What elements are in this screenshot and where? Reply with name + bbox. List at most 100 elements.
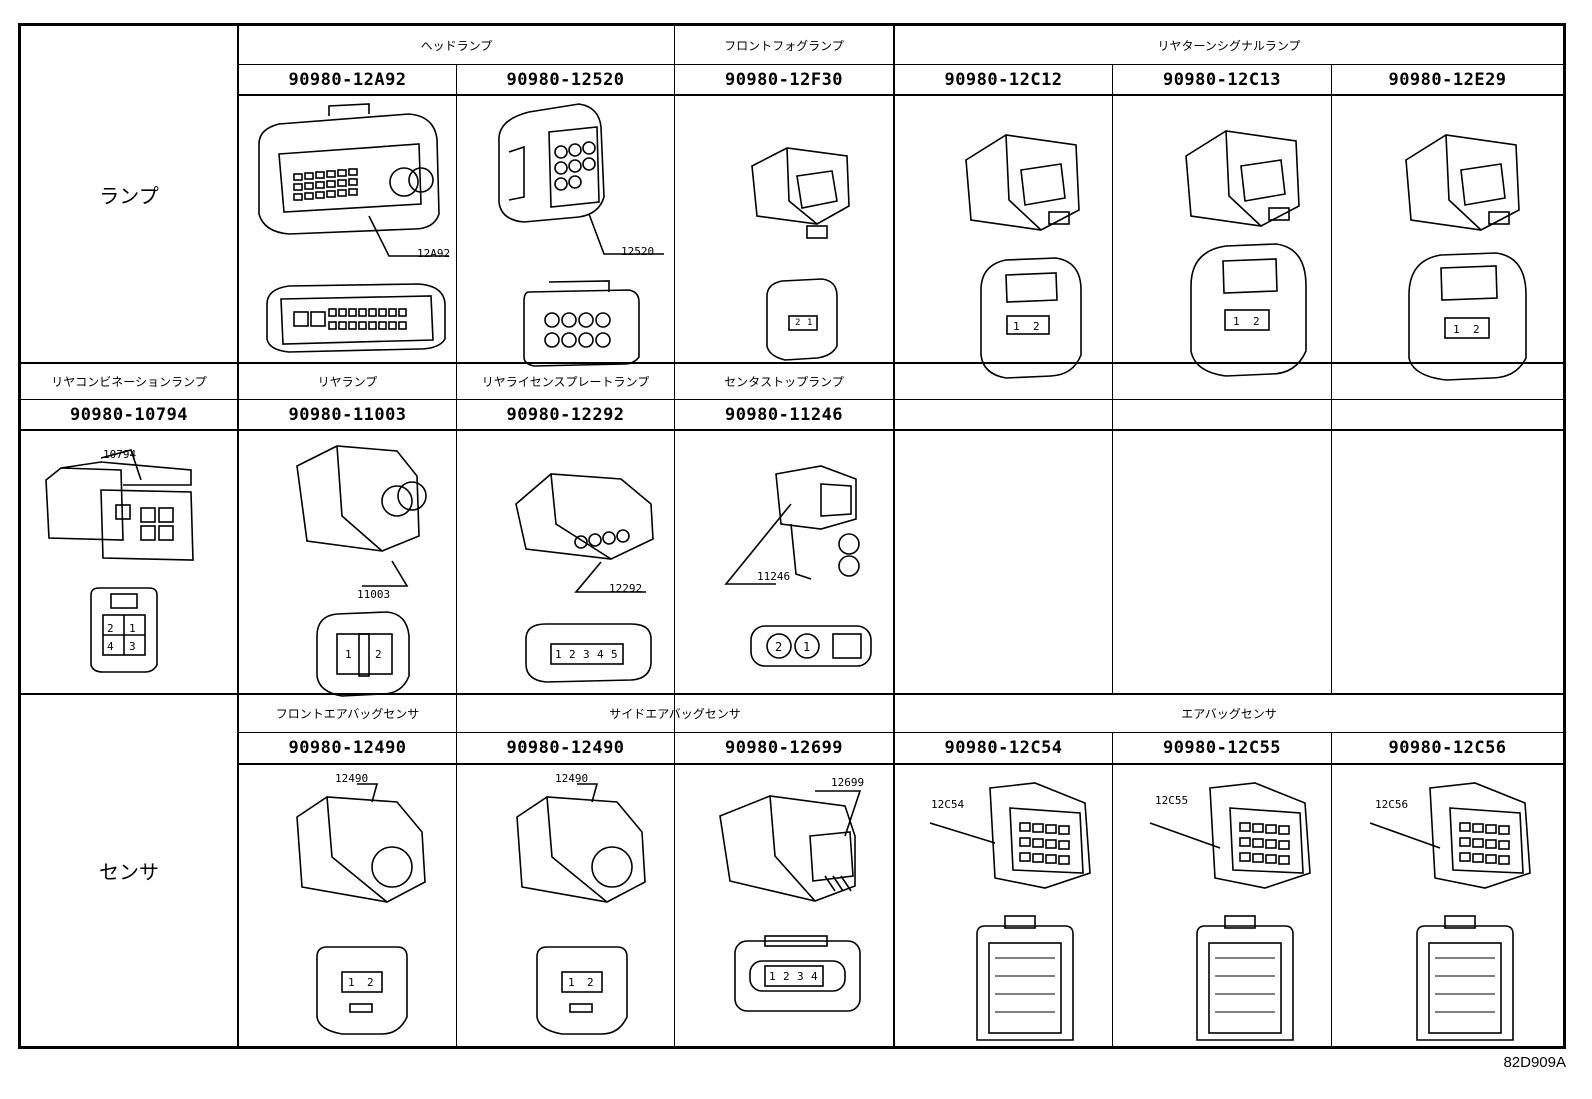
pin-label: 1 [1233, 315, 1240, 328]
connector-12F30-illustration: 2 1 [747, 146, 857, 376]
grid-line [237, 26, 239, 1046]
pin-label: 1 [769, 970, 776, 983]
group-title-rear-combination: リヤコンビネーションランプ [51, 375, 207, 389]
grid-line [21, 693, 1563, 695]
pin-label: 4 [107, 640, 114, 653]
connector-12E29-illustration: 1 2 [1401, 130, 1531, 381]
pin-label: 1 [129, 622, 136, 635]
group-title-side-airbag: サイドエアバッグセンサ [609, 707, 741, 721]
grid-line [21, 399, 1563, 400]
row-label-sensor: センサ [99, 860, 159, 884]
pin-label: 2 [587, 976, 594, 989]
part-number: 90980-12A92 [288, 69, 407, 90]
callout-label: 12520 [621, 245, 655, 258]
group-title-rear-lamp: リヤランプ [317, 375, 378, 389]
pin-label: 1 [807, 318, 813, 328]
connector-10794-illustration: 10794 2 1 4 3 [41, 440, 221, 690]
part-number: 90980-12F30 [724, 69, 844, 90]
pin-label: 4 [597, 648, 604, 661]
grid-line [456, 64, 457, 364]
connector-11003-illustration: 11003 1 2 [287, 436, 437, 697]
connector-12C12-illustration: 1 2 [961, 130, 1091, 380]
grid-line [21, 362, 1563, 364]
group-title-front-fog: フロントフォグランプ [724, 38, 844, 53]
grid-line [21, 429, 1563, 431]
part-number: 90980-10794 [69, 404, 189, 425]
pin-label: 1 [345, 648, 352, 661]
callout-label: 12292 [609, 582, 643, 595]
pin-label: 2 [1473, 323, 1480, 336]
connector-12C56-illustration: 12C56 [1365, 778, 1545, 1048]
connector-12490-front-illustration: 12490 1 2 [287, 772, 437, 1047]
part-number: 90980-11246 [724, 404, 844, 425]
grid-line [237, 64, 1563, 65]
group-title-rear-turn: リヤターンシグナルランプ [1157, 38, 1301, 53]
pin-label: 2 [375, 648, 382, 661]
grid-line [1331, 64, 1332, 364]
callout-label: 12C54 [931, 798, 965, 811]
pin-label: 2 [1253, 315, 1260, 328]
part-number: 90980-12C12 [944, 69, 1063, 90]
group-title-license-plate: リヤライセンスプレートランプ [481, 375, 650, 389]
pin-label: 1 [555, 648, 562, 661]
connector-12C13-illustration: 1 2 [1181, 126, 1311, 377]
part-number: 90980-12520 [506, 69, 625, 90]
callout-label: 12C55 [1155, 794, 1189, 807]
pin-label: 2 [367, 976, 374, 989]
pin-label: 3 [129, 640, 136, 653]
pin-label: 4 [811, 970, 818, 983]
pin-label: 2 [783, 970, 790, 983]
connector-12520-illustration: 12520 [489, 102, 664, 367]
grid-line [456, 364, 457, 694]
pin-label: 1 [803, 640, 811, 654]
row-label-lamp: ランプ [99, 183, 159, 208]
grid-line [237, 763, 1563, 765]
grid-line [1331, 732, 1332, 1046]
callout-label: 12A92 [417, 247, 451, 260]
group-title-front-airbag: フロントエアバッグセンサ [275, 707, 420, 721]
connector-12A92-illustration: 12A92 [249, 103, 451, 354]
connector-12490-side-illustration: 12490 1 2 [507, 772, 657, 1047]
callout-label: 11003 [357, 588, 391, 601]
grid-line [893, 26, 895, 1046]
callout-label: 10794 [103, 448, 137, 461]
grid-line [674, 26, 675, 1046]
grid-line [237, 94, 1563, 96]
group-title-headlamp: ヘッドランプ [420, 38, 493, 53]
callout-label: 12C56 [1375, 798, 1409, 811]
connector-12699-illustration: 12699 1 2 3 4 [715, 776, 885, 1046]
part-number: 90980-12C54 [944, 738, 1063, 758]
part-number: 90980-12490 [288, 738, 407, 758]
pin-label: 1 [568, 976, 575, 989]
pin-label: 2 [569, 648, 576, 661]
connector-11246-illustration: 11246 2 1 [721, 464, 881, 694]
pin-label: 1 [1013, 320, 1020, 333]
part-number: 90980-12490 [506, 738, 625, 758]
pin-label: 5 [611, 648, 618, 661]
part-number: 90980-12C13 [1162, 69, 1282, 90]
callout-label: 12699 [831, 776, 865, 789]
pin-label: 3 [797, 970, 804, 983]
group-title-airbag: エアバッグセンサ [1181, 707, 1277, 721]
grid-line [237, 732, 1563, 733]
part-number: 90980-12E29 [1388, 69, 1507, 90]
grid-line [1112, 364, 1113, 694]
part-number: 90980-12699 [724, 738, 844, 758]
part-number: 90980-12C55 [1162, 738, 1282, 758]
connector-12C54-illustration: 12C54 [925, 778, 1105, 1048]
part-number: 90980-12292 [506, 404, 625, 425]
pin-label: 1 [348, 976, 355, 989]
grid-line [456, 694, 457, 1046]
pin-label: 1 [1453, 323, 1460, 336]
pin-label: 2 [1033, 320, 1040, 333]
group-title-center-stop: センタストップランプ [724, 375, 844, 389]
callout-label: 12490 [555, 772, 589, 785]
pin-label: 2 [107, 622, 114, 635]
connector-12292-illustration: 12292 1 2 3 4 5 [511, 464, 661, 694]
pin-label: 2 [775, 640, 783, 654]
pin-label: 2 [795, 318, 801, 328]
callout-label: 12490 [335, 772, 369, 785]
figure-code: 82D909A [1503, 1054, 1566, 1071]
grid-line [1112, 732, 1113, 1046]
grid-line [1331, 364, 1332, 694]
